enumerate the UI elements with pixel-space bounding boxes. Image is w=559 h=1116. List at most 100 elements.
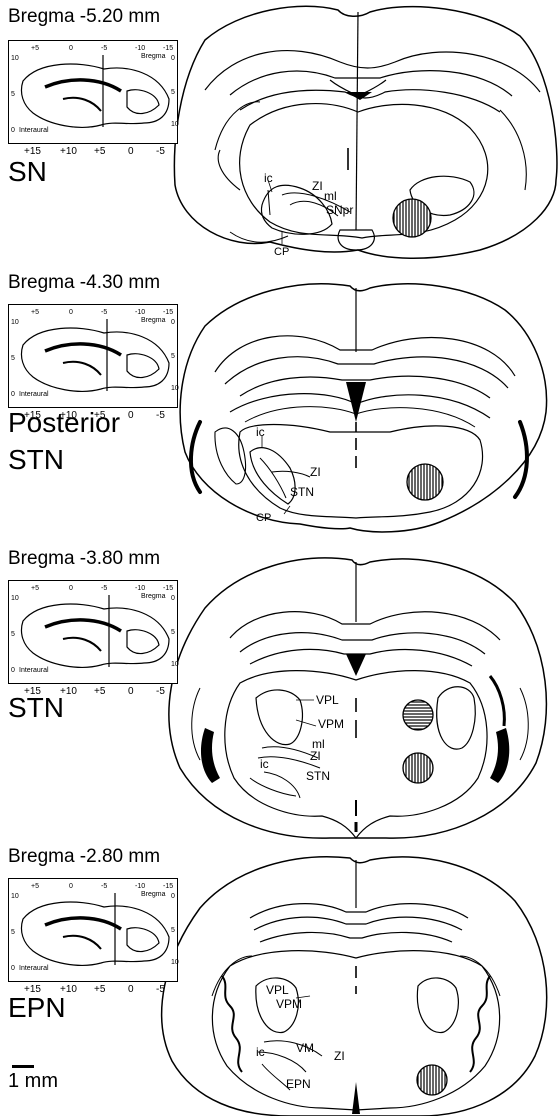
label-zi: ZI (310, 750, 321, 762)
inset-bottom-tick: -5 (156, 412, 165, 419)
label-cp: CP (274, 246, 289, 258)
inset-right-tick: 0 (171, 319, 175, 326)
inset-right-tick: 10 (171, 661, 179, 668)
inset-top-tick: -15 (163, 45, 173, 52)
inset-left-tick: 5 (11, 631, 15, 638)
inset-interaural-label: Interaural (19, 667, 49, 674)
inset-top-tick: -10 (135, 45, 145, 52)
inset-right-tick: 0 (171, 55, 175, 62)
inset-top-tick: 0 (69, 883, 73, 890)
inset-left-tick: 10 (11, 319, 19, 326)
label-stn: STN (306, 770, 330, 782)
label-ml: ml (324, 190, 337, 202)
inset-bottom-tick: 0 (128, 986, 134, 993)
inset-top-tick: -15 (163, 585, 173, 592)
label-stn: STN (290, 486, 314, 498)
label-vpm: VPM (276, 998, 302, 1010)
inset-top-tick: +5 (31, 309, 39, 316)
label-vpl: VPL (266, 984, 289, 996)
label-ic: ic (256, 426, 265, 438)
inset-right-tick: 0 (171, 595, 175, 602)
sagittal-inset: +5 0 -5 -10 -15 Bregma 10 5 0 Interaural… (8, 878, 178, 982)
panel-bregma-3-80: Bregma -3.80 mm (0, 548, 559, 844)
inset-right-tick: 5 (171, 353, 175, 360)
inset-top-tick: -5 (101, 309, 107, 316)
label-ic: ic (260, 758, 269, 770)
inset-bottom-tick: -5 (156, 688, 165, 695)
label-zi: ZI (312, 180, 323, 192)
inset-interaural-label: Interaural (19, 391, 49, 398)
inset-left-tick: 5 (11, 91, 15, 98)
inset-left-tick: 0 (11, 391, 15, 398)
region-label: EPN (8, 992, 66, 1023)
label-cp: CP (256, 512, 271, 524)
inset-bottom-tick: +15 (24, 148, 41, 155)
inset-top-tick: 0 (69, 585, 73, 592)
scale-bar-label: 1 mm (8, 1070, 58, 1093)
sagittal-inset: +5 0 -5 -10 -15 Bregma 10 5 0 Interaural… (8, 40, 178, 144)
inset-top-tick: +5 (31, 45, 39, 52)
inset-right-tick: 10 (171, 385, 179, 392)
inset-top-tick: +5 (31, 883, 39, 890)
label-epn: EPN (286, 1078, 311, 1090)
inset-top-tick: -10 (135, 585, 145, 592)
inset-left-tick: 10 (11, 893, 19, 900)
label-zi: ZI (310, 466, 321, 478)
inset-top-tick: -5 (101, 45, 107, 52)
scale-bar (12, 1065, 34, 1068)
inset-left-tick: 10 (11, 55, 19, 62)
inset-bregma-label: Bregma (141, 593, 166, 600)
label-snpr: SNpr (326, 204, 353, 216)
panel-bregma-5-20: Bregma -5.20 mm (0, 0, 559, 272)
label-zi: ZI (334, 1050, 345, 1062)
inset-bregma-label: Bregma (141, 317, 166, 324)
inset-right-tick: 5 (171, 629, 175, 636)
inset-top-tick: -5 (101, 585, 107, 592)
panel-bregma-2-80: Bregma -2.80 mm (0, 846, 559, 1116)
inset-left-tick: 5 (11, 355, 15, 362)
inset-right-tick: 5 (171, 89, 175, 96)
inset-left-tick: 0 (11, 667, 15, 674)
inset-bottom-tick: 0 (128, 412, 134, 419)
label-ic: ic (264, 172, 273, 184)
inset-right-tick: 5 (171, 927, 175, 934)
inset-bregma-label: Bregma (141, 891, 166, 898)
inset-bottom-tick: +5 (94, 986, 105, 993)
inset-bottom-tick: +5 (94, 688, 105, 695)
region-label: STN (8, 692, 64, 723)
inset-bottom-tick: -5 (156, 148, 165, 155)
label-vpl: VPL (316, 694, 339, 706)
inset-interaural-label: Interaural (19, 965, 49, 972)
inset-bottom-tick: +5 (94, 148, 105, 155)
panel-bregma-4-30: Bregma -4.30 mm +5 0 (0, 272, 559, 548)
inset-top-tick: -10 (135, 309, 145, 316)
region-label: STN (8, 444, 64, 475)
inset-bottom-tick: +10 (60, 148, 77, 155)
inset-bregma-label: Bregma (141, 53, 166, 60)
inset-left-tick: 5 (11, 929, 15, 936)
inset-left-tick: 0 (11, 127, 15, 134)
inset-bottom-tick: -5 (156, 986, 165, 993)
inset-left-tick: 0 (11, 965, 15, 972)
region-label: Posterior (8, 407, 120, 438)
inset-top-tick: -15 (163, 883, 173, 890)
inset-right-tick: 10 (171, 121, 179, 128)
inset-top-tick: -15 (163, 309, 173, 316)
region-label: SN (8, 156, 47, 187)
inset-top-tick: 0 (69, 309, 73, 316)
inset-bottom-tick: 0 (128, 688, 134, 695)
inset-bottom-tick: 0 (128, 148, 134, 155)
inset-interaural-label: Interaural (19, 127, 49, 134)
inset-right-tick: 0 (171, 893, 175, 900)
inset-right-tick: 10 (171, 959, 179, 966)
inset-top-tick: 0 (69, 45, 73, 52)
inset-top-tick: +5 (31, 585, 39, 592)
label-vm: VM (296, 1042, 314, 1054)
label-vpm: VPM (318, 718, 344, 730)
sagittal-inset: +5 0 -5 -10 -15 Bregma 10 5 0 Interaural… (8, 580, 178, 684)
inset-left-tick: 10 (11, 595, 19, 602)
inset-top-tick: -10 (135, 883, 145, 890)
inset-top-tick: -5 (101, 883, 107, 890)
label-ic: ic (256, 1046, 265, 1058)
sagittal-inset: +5 0 -5 -10 -15 Bregma 10 5 0 Interaural… (8, 304, 178, 408)
